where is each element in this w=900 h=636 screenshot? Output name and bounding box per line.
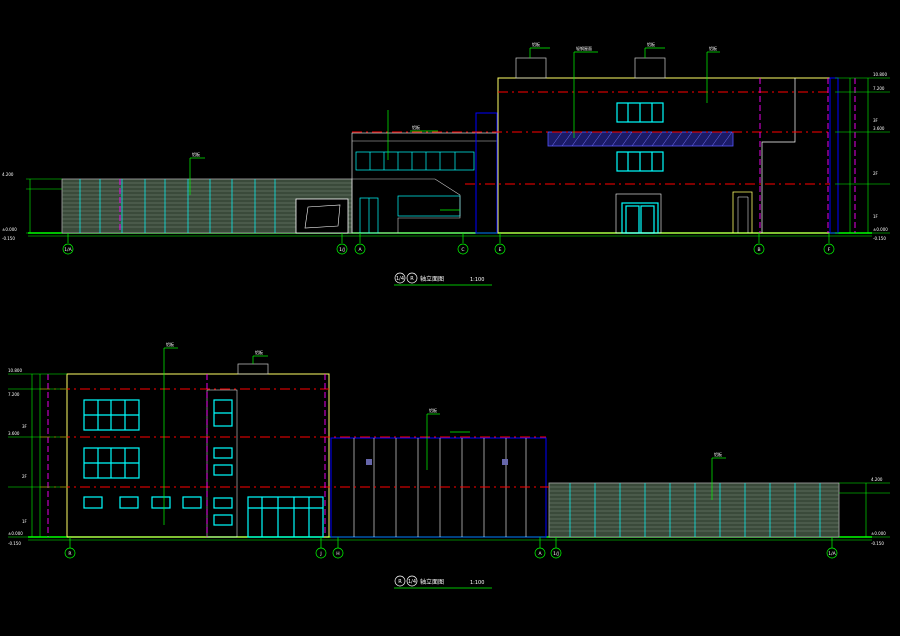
lower-callout: 铝板 (714, 451, 722, 457)
lower-level-right: ±0.000 (871, 531, 886, 536)
upper-level-right: 10.800 (873, 72, 887, 77)
upper-middle-section (351, 112, 498, 234)
lower-main-building (66, 363, 330, 538)
upper-axis-label: B (757, 247, 760, 253)
lower-callout: 铝板 (166, 341, 174, 347)
upper-title-text: 轴立面图 (420, 275, 444, 283)
lower-level-left: -0.150 (8, 541, 21, 546)
lower-floor-mark: 1F (22, 519, 28, 524)
upper-level-right: 7.200 (873, 86, 885, 91)
upper-level-right: 3.600 (873, 126, 885, 131)
lower-axis-label: R (68, 551, 71, 557)
upper-floor-mark: 3F (873, 118, 879, 123)
lower-axis-label: 1/J (553, 551, 559, 557)
upper-title: 1/4 R 轴立面图 1:100 (394, 272, 492, 286)
upper-level-left: ±0.000 (2, 227, 17, 232)
lower-level-right: 4.200 (871, 477, 883, 482)
upper-title-axis-left: 1/4 (396, 276, 404, 282)
lower-title-axis-left: R (398, 579, 402, 585)
lower-level-right: -0.150 (871, 541, 884, 546)
lower-callout: 铝板 (429, 407, 437, 413)
lower-axis-label: A (538, 551, 542, 557)
lower-title-text: 轴立面图 (420, 578, 444, 586)
upper-callout: 轻钢屋面 (576, 45, 592, 51)
lower-level-left: ±0.000 (8, 531, 23, 536)
lower-axis-label: 1/A (828, 551, 836, 557)
lower-floor-mark: 3F (22, 424, 28, 429)
lower-middle-section (330, 437, 547, 538)
upper-main-building (497, 57, 839, 234)
upper-level-right: -0.150 (873, 236, 886, 241)
upper-level-left: -0.150 (2, 236, 15, 241)
lower-axis-label: H (336, 551, 339, 557)
upper-callout: 铝板 (532, 41, 540, 47)
upper-floor-lines (352, 91, 830, 185)
lower-callout: 铝板 (255, 349, 263, 355)
lower-title-scale: 1:100 (470, 580, 484, 586)
upper-level-right: ±0.000 (873, 227, 888, 232)
lower-level-left: 10.800 (8, 368, 22, 373)
lower-title-axis-right: 1/4 (408, 579, 416, 585)
upper-title-axis-right: R (410, 276, 414, 282)
upper-axis-label: C (461, 247, 464, 253)
upper-axis-label: A (358, 247, 362, 253)
upper-left-wing (61, 178, 353, 234)
upper-axis-label: F (828, 247, 831, 253)
lower-level-left: 3.600 (8, 431, 20, 436)
upper-callout: 铝板 (647, 41, 655, 47)
upper-floor-mark: 1F (873, 214, 879, 219)
upper-floor-mark: 2F (873, 171, 879, 176)
lower-axis-label: J (319, 551, 321, 557)
lower-elevation: R J H A 1/J 1/A 10.800 7.200 3.600 ±0.00… (8, 341, 890, 589)
upper-level-left: 4.200 (2, 172, 14, 177)
lower-title: R 1/4 轴立面图 1:100 (394, 575, 492, 589)
upper-axis-label: 1/J (339, 247, 345, 253)
upper-title-scale: 1:100 (470, 277, 484, 283)
upper-callout: 铝板 (412, 124, 420, 130)
lower-level-left: 7.200 (8, 392, 20, 397)
upper-axis-label: 1/A (64, 247, 72, 253)
upper-axis-label: E (499, 247, 502, 253)
upper-callout: 铝板 (192, 151, 200, 157)
lower-floor-mark: 2F (22, 474, 28, 479)
upper-callout: 铝板 (709, 45, 717, 51)
upper-elevation: 1/A 1/J A C E B F 4.200 ±0.000 -0.150 10… (2, 41, 890, 286)
lower-right-wing (548, 482, 840, 538)
